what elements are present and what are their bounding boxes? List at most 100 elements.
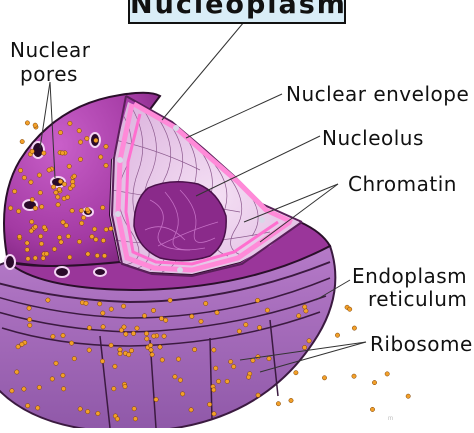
- ribosome-dot: [151, 307, 156, 313]
- ribosome-dot: [100, 358, 105, 364]
- ribosome-dot: [28, 228, 34, 234]
- ribosome-dot: [351, 325, 357, 331]
- label-endoplasmic-reticulum-line2: reticulum: [368, 287, 468, 311]
- ribosome-dot: [85, 409, 91, 415]
- ribosome-dot: [103, 163, 109, 168]
- ribosome-dot: [207, 401, 213, 407]
- ribosome-dot: [131, 406, 137, 412]
- ribosome-dot: [302, 304, 308, 310]
- ribosome-dot: [159, 316, 164, 321]
- ribosome-dot: [55, 194, 61, 200]
- ribosome-dot: [40, 255, 46, 261]
- ribosome-dot: [77, 406, 83, 412]
- ribosome-dot: [45, 297, 51, 303]
- ribosome-dot: [32, 224, 38, 230]
- ribosome-dot: [122, 384, 128, 389]
- ribosome-dot: [129, 348, 134, 354]
- ribosome-dot: [211, 411, 217, 417]
- ribosome-dot: [49, 376, 55, 382]
- ribosome-dot: [29, 197, 35, 202]
- ribosome-dot: [15, 344, 21, 350]
- ribosome-dot: [78, 156, 83, 162]
- nucleolus: [133, 181, 227, 262]
- ribosome-dot: [335, 332, 340, 338]
- ribosome-dot: [58, 130, 63, 136]
- ribosome-dot: [117, 351, 123, 357]
- ribosome-dot: [66, 163, 72, 169]
- ribosome-dot: [14, 369, 20, 375]
- ribosome-dot: [236, 328, 242, 334]
- ribosome-dot: [228, 359, 234, 365]
- ribosome-dot: [84, 136, 90, 141]
- ribosome-dot: [71, 356, 77, 362]
- ribosome-dot: [41, 224, 47, 230]
- ribosome-dot: [38, 233, 44, 239]
- ribosome-dot: [89, 234, 95, 240]
- ribosome-dot: [167, 297, 173, 303]
- ribosome-dot: [52, 246, 57, 252]
- ribosome-dot: [29, 219, 35, 225]
- ribosome-dot: [81, 215, 87, 221]
- ribosome-dot: [69, 340, 75, 346]
- ribosome-dot: [347, 306, 353, 312]
- ribosome-dot: [53, 190, 59, 195]
- ribosome-dot: [157, 344, 163, 350]
- ribosome-dot: [92, 226, 98, 232]
- ribosome-dot: [172, 374, 178, 380]
- ribosome-dot: [114, 416, 120, 422]
- ribosome-dot: [12, 188, 18, 194]
- ribosome-dot: [32, 122, 38, 128]
- ribosome-dot: [50, 334, 56, 339]
- ribosome-dot: [56, 186, 62, 192]
- ribosome-dot: [67, 120, 73, 126]
- ribosome-dot: [32, 205, 38, 211]
- ribosome-dot: [65, 194, 71, 200]
- ribosome-dot: [163, 317, 169, 323]
- ribosome-dot: [149, 352, 155, 358]
- ribosome-dot: [59, 150, 65, 156]
- ribosome-dot: [85, 251, 91, 257]
- ribosome-dot: [65, 233, 71, 239]
- ribosome-dot: [78, 208, 84, 214]
- ribosome-dot: [275, 401, 281, 407]
- ribosome-dot: [21, 175, 27, 181]
- ribosome-dot: [93, 237, 99, 242]
- ribosome-dot: [24, 120, 30, 126]
- ribosome-dot: [372, 380, 377, 386]
- ribosome-dot: [51, 184, 56, 190]
- leader-lines: [39, 21, 367, 373]
- ribosome-dot: [16, 208, 22, 214]
- ribosome-dot: [255, 392, 261, 398]
- ribosome-dot: [8, 205, 14, 211]
- ribosome-dot: [216, 378, 221, 384]
- ribosome-dot: [266, 356, 272, 362]
- ribosome-dot: [100, 310, 106, 316]
- ribosome-dot: [26, 305, 32, 311]
- ribosome-dot: [189, 313, 195, 319]
- ribosome-dot: [95, 411, 101, 416]
- ribosome-dot: [32, 255, 38, 261]
- ribosome-dot: [370, 406, 375, 412]
- ribosome-dot: [100, 205, 106, 211]
- ribosome-dot: [405, 393, 411, 399]
- label-nucleolus: Nucleolus: [322, 126, 424, 150]
- ribosome-dot: [93, 137, 99, 143]
- ribosome-dot: [108, 306, 114, 312]
- ribosome-dot: [36, 172, 42, 178]
- ribosome-dot: [177, 377, 183, 383]
- ribosome-dot: [351, 373, 357, 379]
- ribosome-dot: [117, 347, 123, 353]
- ribosome-dot: [60, 333, 66, 338]
- ribosome-dot: [24, 247, 30, 253]
- ribosome-dot: [61, 386, 67, 392]
- ribosome-dot: [144, 331, 149, 337]
- ribosome-dot: [257, 325, 262, 331]
- ribosome-dot: [61, 181, 67, 187]
- ribosome-dot: [121, 303, 127, 309]
- ribosome-dot: [121, 324, 127, 330]
- ribosome-dot: [103, 144, 109, 149]
- ribosome-dot: [123, 331, 129, 337]
- ribosome-dot: [71, 173, 77, 179]
- ribosome-dot: [21, 386, 27, 392]
